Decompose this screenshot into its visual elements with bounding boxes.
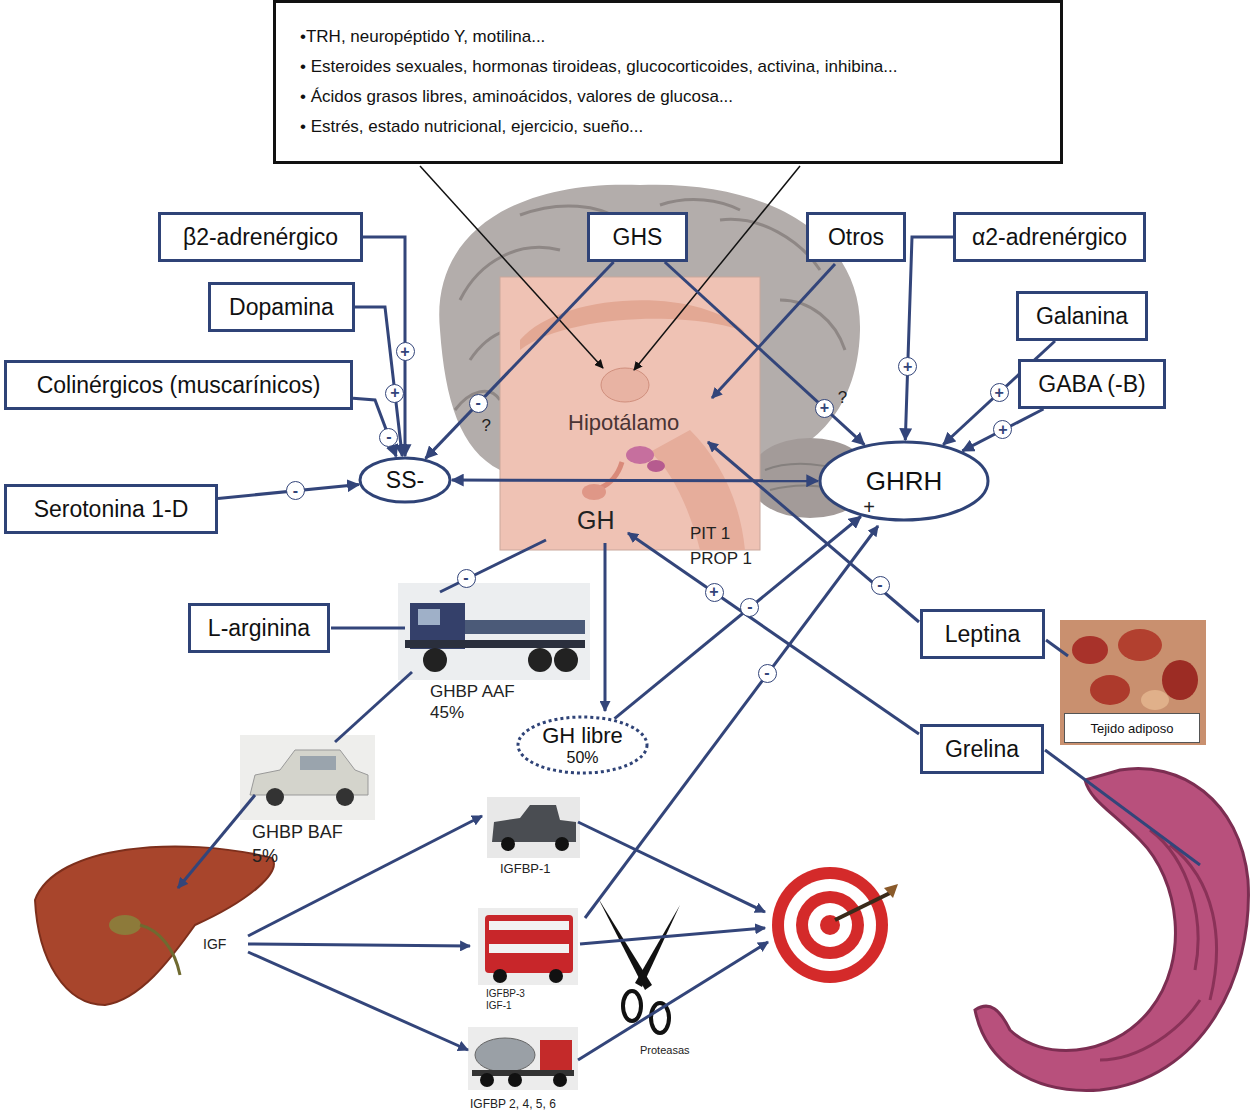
node-text: • Esteroides sexuales, hormonas tiroidea…: [300, 57, 897, 77]
sign-marker: -: [740, 598, 759, 617]
node-text: Tejido adiposo: [1090, 721, 1173, 736]
node-text: GH libre: [542, 723, 623, 749]
target: [772, 867, 898, 983]
connector: [665, 262, 865, 445]
node-text: Otros: [828, 224, 884, 251]
uncertain-mark: ?: [838, 388, 847, 408]
factor-box: L-arginina: [188, 603, 330, 653]
protein-label: IGFBP-3: [486, 988, 525, 1000]
sign-marker: +: [990, 383, 1009, 402]
receptor-box: α2-adrenérgico: [953, 212, 1146, 262]
node-text: α2-adrenérgico: [972, 224, 1127, 251]
tissue-caption-box: Tejido adiposo: [1064, 713, 1200, 743]
stomach: [975, 768, 1248, 1090]
hormone-ellipse: GHRH: [818, 440, 990, 522]
uncertain-mark: ?: [482, 416, 491, 436]
factor-box: Grelina: [920, 724, 1044, 774]
free-hormone-ellipse: GH libre50%: [516, 715, 649, 775]
protein-label: IGFBP 2, 4, 5, 6: [470, 1098, 556, 1112]
hormone-label: IGF: [203, 936, 226, 952]
node-text: GHRH: [866, 466, 943, 497]
node-text: Leptina: [945, 621, 1020, 648]
factor-box: Leptina: [920, 609, 1045, 659]
gene-label: PROP 1: [690, 549, 752, 569]
adipose-tissue-photo: [1060, 620, 1206, 745]
sign-marker: -: [871, 576, 890, 595]
factor-box: GHS: [587, 212, 688, 262]
node-text: GHS: [613, 224, 663, 251]
sign-text: +: [863, 496, 875, 519]
node-text: β2-adrenérgico: [183, 224, 338, 251]
percent-label: 45%: [430, 703, 464, 723]
connector: [962, 409, 1043, 451]
percent-label: 5%: [252, 846, 278, 867]
node-text: Colinérgicos (muscarínicos): [37, 372, 321, 399]
factor-box: Dopamina: [208, 282, 355, 332]
protein-label: GHBP AAF: [430, 682, 515, 702]
sign-marker: +: [993, 420, 1012, 439]
node-text: Grelina: [945, 736, 1019, 763]
sign-marker: -: [469, 394, 488, 413]
protein-label: IGFBP-1: [500, 862, 551, 877]
protein-label: GHBP BAF: [252, 822, 343, 843]
sign-marker: +: [815, 399, 834, 418]
sign-marker: +: [705, 583, 724, 602]
hormone-label: IGF-1: [486, 1000, 512, 1012]
sign-marker: +: [385, 384, 404, 403]
hypothalamus-section: [500, 277, 760, 550]
sign-marker: +: [898, 357, 917, 376]
node-text: • Estrés, estado nutricional, ejercicio,…: [300, 117, 643, 137]
sign-marker: -: [286, 481, 305, 500]
connector: [615, 517, 861, 719]
receptor-box: Serotonina 1-D: [4, 484, 218, 534]
leader-lines: [178, 166, 1200, 1060]
receptor-box: β2-adrenérgico: [158, 212, 363, 262]
node-text: GABA (-B): [1038, 371, 1145, 398]
region-label: Hipotálamo: [568, 410, 679, 435]
sign-marker: -: [379, 428, 398, 447]
hormone-ellipse: SS-: [358, 456, 452, 504]
receptor-box: GABA (-B): [1018, 359, 1166, 409]
transport-vehicles: [240, 583, 590, 1090]
sign-marker: -: [758, 664, 777, 683]
enzyme-label: Proteasas: [640, 1044, 690, 1057]
node-text: L-arginina: [208, 615, 310, 642]
hormone-label: GH: [577, 506, 615, 535]
node-text: Dopamina: [229, 294, 334, 321]
receptor-box: Colinérgicos (muscarínicos): [4, 360, 353, 410]
connector: [355, 307, 402, 456]
node-text: Serotonina 1-D: [34, 496, 189, 523]
node-text: SS-: [386, 467, 424, 494]
scissors: [598, 898, 680, 1033]
factor-box: Otros: [806, 212, 906, 262]
factor-list-box: •TRH, neuropéptido Y, motilina... • Ester…: [273, 0, 1063, 164]
connector: [905, 237, 953, 440]
sign-marker: +: [396, 342, 415, 361]
liver: [35, 846, 274, 1005]
node-text: 50%: [566, 749, 598, 767]
factor-box: Galanina: [1016, 291, 1148, 341]
connector: [452, 479, 818, 483]
node-text: • Ácidos grasos libres, aminoácidos, val…: [300, 87, 733, 107]
sign-marker: -: [457, 569, 476, 588]
gene-label: PIT 1: [690, 524, 730, 544]
node-text: Galanina: [1036, 303, 1128, 330]
node-text: •TRH, neuropéptido Y, motilina...: [300, 27, 545, 47]
